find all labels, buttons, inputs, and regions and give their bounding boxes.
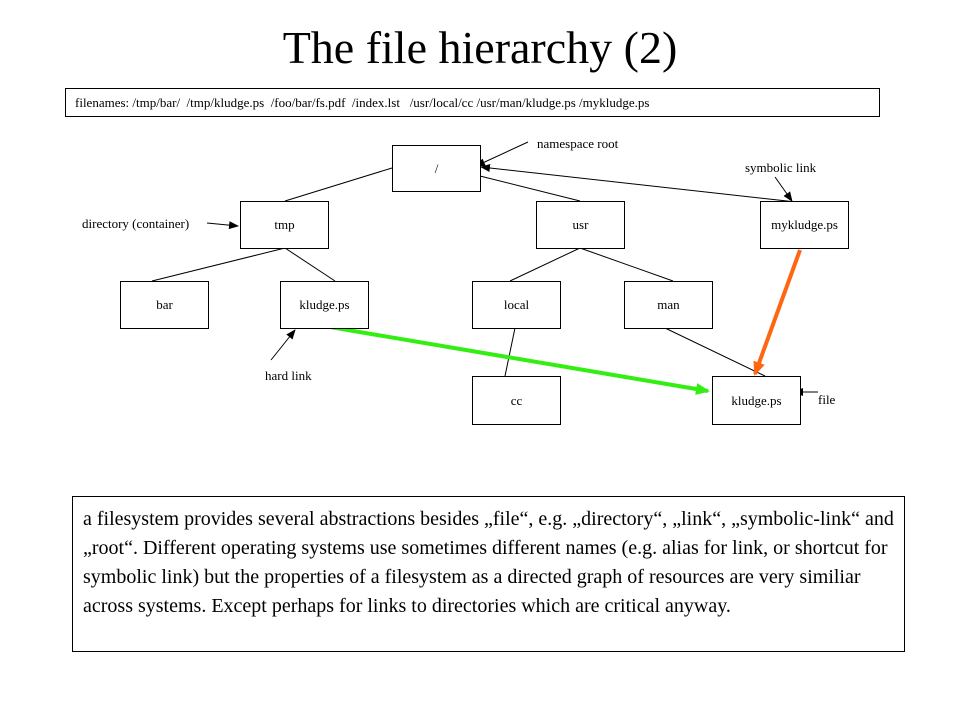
edge-tmp-kludge — [284, 247, 336, 282]
edge-root-tmp — [284, 167, 393, 202]
label-hard-link: hard link — [265, 368, 312, 383]
description-box: a filesystem provides several abstractio… — [72, 496, 905, 652]
edge-usr-man — [579, 247, 674, 282]
edge-local-cc — [504, 327, 516, 377]
node-kludge-man: kludge.ps — [712, 376, 801, 425]
node-tmp: tmp — [240, 201, 329, 249]
label-namespace-root: namespace root — [537, 136, 619, 151]
node-usr: usr — [536, 201, 625, 249]
slide-title: The file hierarchy (2) — [282, 22, 678, 73]
pointer-symbolic-link — [774, 176, 793, 202]
node-mykludge: mykludge.ps — [760, 201, 849, 249]
node-local: local — [472, 281, 561, 329]
edge-root-usr — [479, 175, 581, 202]
label-file: file — [818, 392, 836, 407]
hard-link-arrow — [329, 325, 710, 395]
node-bar: bar — [120, 281, 209, 329]
label-directory: directory (container) — [82, 216, 190, 231]
node-cc: cc — [472, 376, 561, 425]
pointer-directory — [206, 221, 239, 230]
pointer-namespace-root — [475, 141, 529, 167]
node-root: / — [392, 145, 481, 192]
node-man: man — [624, 281, 713, 329]
edge-tmp-bar — [151, 247, 286, 282]
node-kludge-tmp: kludge.ps — [280, 281, 369, 329]
filenames-box: filenames: /tmp/bar/ /tmp/kludge.ps /foo… — [65, 88, 880, 117]
edge-usr-local — [509, 247, 581, 282]
label-symbolic-link: symbolic link — [745, 160, 817, 175]
pointer-hard-link — [270, 329, 296, 361]
symbolic-link-arrow — [753, 249, 802, 376]
edge-man-kludge — [664, 327, 766, 377]
edge-mykludge-root — [480, 164, 806, 204]
